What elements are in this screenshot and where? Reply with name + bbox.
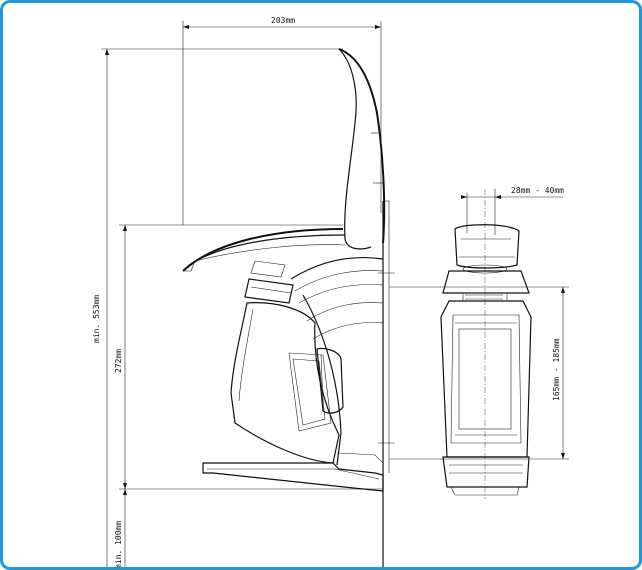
bottle-height-label: 165mm - 185mm [552, 338, 561, 401]
body-height-dimension: 272mm [114, 224, 343, 489]
floor-clearance-label: min. 100mm [114, 521, 123, 569]
body-height-label: 272mm [114, 349, 123, 373]
wall-plate [378, 200, 395, 567]
dispenser-hood [182, 48, 386, 272]
housing-arcs [290, 257, 384, 466]
technical-drawing: 203mm min. 553mm 272mm min. 100mm [92, 16, 569, 569]
width-dimension: 203mm [182, 16, 382, 225]
front-bottle: 28mm - 40mm 165mm - 185mm [389, 186, 569, 499]
neck-range-label: 28mm - 40mm [511, 186, 564, 195]
drip-tray [202, 452, 384, 492]
floor-clearance-dimension: min. 100mm [114, 488, 383, 569]
total-height-label: min. 553mm [92, 295, 101, 343]
width-label: 203mm [271, 16, 295, 25]
total-height-dimension: min. 553mm [92, 48, 343, 567]
